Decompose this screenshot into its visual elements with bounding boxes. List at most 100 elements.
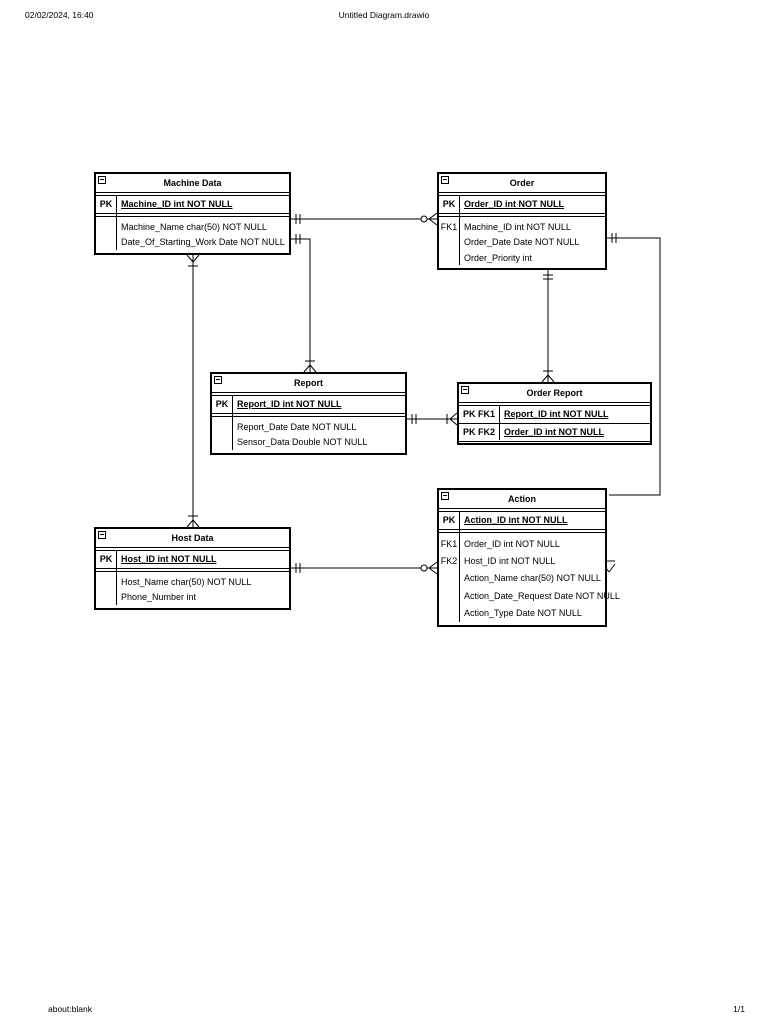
attribute-cell: Machine_ID int NOT NULL xyxy=(464,221,571,232)
entity-order: Order PK Order_ID int NOT NULL FK1 Machi… xyxy=(437,172,607,270)
page-footer-source: about:blank xyxy=(48,1004,92,1014)
key-cell: FK1 xyxy=(440,539,458,550)
header-divider xyxy=(96,192,289,196)
attribute-cell: Report_ID int NOT NULL xyxy=(237,399,342,409)
edge-machine-data-host-data xyxy=(186,254,200,528)
pk-divider xyxy=(96,568,289,572)
header-divider xyxy=(439,508,605,512)
entity-header: Host Data xyxy=(96,529,289,547)
attribute-row: FK2 Host_ID int NOT NULL xyxy=(439,556,605,567)
header-divider xyxy=(459,402,650,406)
attribute-row: Order_Date Date NOT NULL xyxy=(439,237,605,248)
page-footer-page-number: 1/1 xyxy=(733,1004,745,1014)
attribute-row: FK1 Machine_ID int NOT NULL xyxy=(439,222,605,233)
row-divider xyxy=(459,441,650,442)
entity-title: Action xyxy=(508,493,536,504)
attribute-cell: Order_Date Date NOT NULL xyxy=(464,237,580,247)
entity-header: Report xyxy=(212,374,405,392)
collapse-icon xyxy=(461,386,469,394)
entity-title: Report xyxy=(294,377,323,388)
attribute-section: FK1 Machine_ID int NOT NULL Order_Date D… xyxy=(439,217,605,268)
pk-row: PK Action_ID int NOT NULL xyxy=(439,512,605,529)
pk-row: PK FK1 Report_ID int NOT NULL xyxy=(459,406,650,423)
pk-row: PK FK2 Order_ID int NOT NULL xyxy=(459,424,650,441)
entity-order-report: Order Report PK FK1 Report_ID int NOT NU… xyxy=(457,382,652,445)
pk-divider xyxy=(439,213,605,217)
key-column-divider xyxy=(232,396,233,450)
entity-host-data: Host Data PK Host_ID int NOT NULL Host_N… xyxy=(94,527,291,610)
pk-row: PK Machine_ID int NOT NULL xyxy=(96,196,289,213)
key-cell: PK xyxy=(215,399,229,409)
attribute-row: Order_Priority int xyxy=(439,253,605,264)
attribute-row: Action_Type Date NOT NULL xyxy=(439,608,605,619)
attribute-cell: Action_Date_Request Date NOT NULL xyxy=(464,590,620,601)
attribute-cell: Machine_ID int NOT NULL xyxy=(121,199,233,209)
attribute-row: Date_Of_Starting_Work Date NOT NULL xyxy=(96,237,289,248)
header-divider xyxy=(212,392,405,396)
key-cell: PK xyxy=(99,199,113,209)
attribute-cell: Action_ID int NOT NULL xyxy=(464,515,568,525)
entity-title: Order xyxy=(509,177,535,188)
entity-action: Action PK Action_ID int NOT NULL FK1 Ord… xyxy=(437,488,620,627)
attribute-cell: Phone_Number int xyxy=(121,592,197,603)
key-cell: PK FK2 xyxy=(462,427,495,437)
key-cell: PK xyxy=(442,515,456,525)
edge-report-order-report xyxy=(407,412,458,426)
entity-header: Order xyxy=(439,174,605,192)
attribute-section: Host_Name char(50) NOT NULL Phone_Number… xyxy=(96,572,289,608)
attribute-section: FK1 Order_ID int NOT NULL FK2 Host_ID in… xyxy=(439,533,620,625)
attribute-row: Action_Date_Request Date NOT NULL xyxy=(439,591,620,602)
key-column-divider xyxy=(116,196,117,250)
key-cell: FK2 xyxy=(440,556,458,567)
attribute-section: Report_Date Date NOT NULL Sensor_Data Do… xyxy=(212,417,405,453)
header-divider xyxy=(96,547,289,551)
empty-row xyxy=(459,442,650,443)
entity-title: Order Report xyxy=(526,387,583,398)
attribute-cell: Order_ID int NOT NULL xyxy=(464,539,560,550)
entity-header: Action xyxy=(439,490,605,508)
edge-order-order-report xyxy=(541,270,555,383)
entity-header: Order Report xyxy=(459,384,650,402)
key-column-divider xyxy=(116,551,117,605)
attribute-cell: Action_Type Date NOT NULL xyxy=(464,607,582,618)
key-cell: FK1 xyxy=(440,221,458,232)
entity-title: Host Data xyxy=(171,532,214,543)
entity-header: Machine Data xyxy=(96,174,289,192)
entity-report: Report PK Report_ID int NOT NULL Report_… xyxy=(210,372,407,455)
pk-row: PK Report_ID int NOT NULL xyxy=(212,396,405,413)
attribute-cell: Machine_Name char(50) NOT NULL xyxy=(121,221,267,232)
attribute-section: Machine_Name char(50) NOT NULL Date_Of_S… xyxy=(96,217,289,253)
entity-machine-data: Machine Data PK Machine_ID int NOT NULL … xyxy=(94,172,291,255)
header-divider xyxy=(439,192,605,196)
collapse-icon xyxy=(98,176,106,184)
collapse-icon xyxy=(441,176,449,184)
attribute-row: Sensor_Data Double NOT NULL xyxy=(212,437,405,448)
key-cell: PK xyxy=(442,199,456,209)
attribute-cell: Date_Of_Starting_Work Date NOT NULL xyxy=(121,237,285,248)
attribute-row: FK1 Order_ID int NOT NULL xyxy=(439,539,605,550)
key-column-divider xyxy=(459,196,460,265)
edge-machine-data-order xyxy=(291,212,438,226)
key-cell: PK FK1 xyxy=(462,409,495,419)
page-header-timestamp: 02/02/2024, 16:40 xyxy=(25,10,94,20)
key-column-divider xyxy=(459,512,460,622)
attribute-row: Machine_Name char(50) NOT NULL xyxy=(96,222,289,233)
pk-row: PK Host_ID int NOT NULL xyxy=(96,551,289,568)
attribute-cell: Host_ID int NOT NULL xyxy=(464,556,556,567)
pk-row: PK Order_ID int NOT NULL xyxy=(439,196,605,213)
attribute-cell: Report_Date Date NOT NULL xyxy=(237,421,357,432)
collapse-icon xyxy=(98,531,106,539)
key-column-divider xyxy=(499,406,500,440)
collapse-icon xyxy=(441,492,449,500)
attribute-cell: Host_Name char(50) NOT NULL xyxy=(121,576,252,587)
attribute-row: Host_Name char(50) NOT NULL xyxy=(96,577,289,588)
attribute-cell: Order_Priority int xyxy=(464,252,533,263)
row-divider xyxy=(459,423,650,424)
pk-divider xyxy=(96,213,289,217)
attribute-row: Phone_Number int xyxy=(96,592,289,603)
attribute-cell: Action_Name char(50) NOT NULL xyxy=(464,573,601,584)
page-header-title: Untitled Diagram.drawio xyxy=(338,10,430,20)
collapse-icon xyxy=(214,376,222,384)
